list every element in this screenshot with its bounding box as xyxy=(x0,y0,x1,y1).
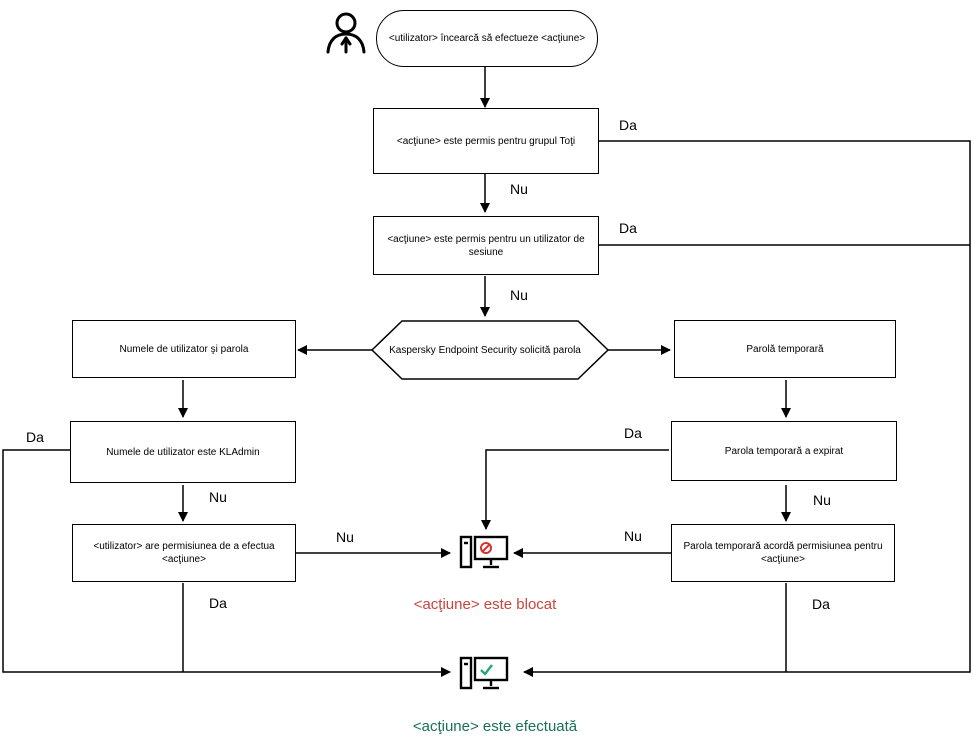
label-yes-temp-permission: Da xyxy=(812,596,830,612)
box-username-password: Numele de utilizator şi parola xyxy=(72,320,296,378)
box-allowed-all-group-text: <acţiune> este permis pentru grupul Toţi xyxy=(396,135,576,147)
label-no-temp-permission: Nu xyxy=(624,528,642,544)
decision-hexagon xyxy=(370,320,610,380)
allowed-caption: <acţiune> este efectuată xyxy=(412,718,578,735)
label-yes-user-permission: Da xyxy=(209,595,227,611)
box-temporary-grants-permission: Parola temporară acordă permisiunea pent… xyxy=(671,524,895,582)
box-temporary-expired: Parola temporară a expirat xyxy=(671,421,897,481)
box-username-kladmin-text: Numele de utilizator este KLAdmin xyxy=(106,446,260,458)
start-text: <utilizator> încearcă să efectueze <acţi… xyxy=(388,33,586,44)
user-icon xyxy=(326,12,366,54)
box-temporary-expired-text: Parola temporară a expirat xyxy=(724,445,844,457)
box-temporary-password-text: Parolă temporară xyxy=(746,343,824,355)
box-allowed-session-user-text: <acţiune> este permis pentru un utilizat… xyxy=(387,233,585,258)
blocked-caption: <acţiune> este blocat xyxy=(413,596,557,613)
label-yes-expired: Da xyxy=(624,425,642,441)
label-yes-session-user: Da xyxy=(619,220,637,236)
label-no-session-user: Nu xyxy=(510,287,528,303)
allowed-computer-icon xyxy=(459,656,509,690)
box-username-kladmin: Numele de utilizator este KLAdmin xyxy=(70,421,296,483)
box-allowed-all-group: <acţiune> este permis pentru grupul Toţi xyxy=(373,108,599,174)
box-temporary-password: Parolă temporară xyxy=(674,320,896,378)
label-no-kladmin: Nu xyxy=(209,489,227,505)
decision-password-request: Kaspersky Endpoint Security solicită par… xyxy=(360,321,610,379)
label-no-all-group: Nu xyxy=(510,181,528,197)
box-username-password-text: Numele de utilizator şi parola xyxy=(119,343,249,355)
decision-password-request-text: Kaspersky Endpoint Security solicită par… xyxy=(389,344,581,356)
start-node: <utilizator> încearcă să efectueze <acţi… xyxy=(376,10,598,67)
label-yes-kladmin: Da xyxy=(26,429,44,445)
box-temporary-grants-permission-text: Parola temporară acordă permisiunea pent… xyxy=(683,541,883,565)
label-yes-all-group: Da xyxy=(619,117,637,133)
label-no-user-permission: Nu xyxy=(336,529,354,545)
blocked-computer-icon xyxy=(459,535,509,569)
box-allowed-session-user: <acţiune> este permis pentru un utilizat… xyxy=(373,216,599,275)
box-user-has-permission: <utilizator> are permisiunea de a efectu… xyxy=(72,524,296,582)
box-user-has-permission-text: <utilizator> are permisiunea de a efectu… xyxy=(93,541,275,565)
label-no-expired: Nu xyxy=(813,492,831,508)
